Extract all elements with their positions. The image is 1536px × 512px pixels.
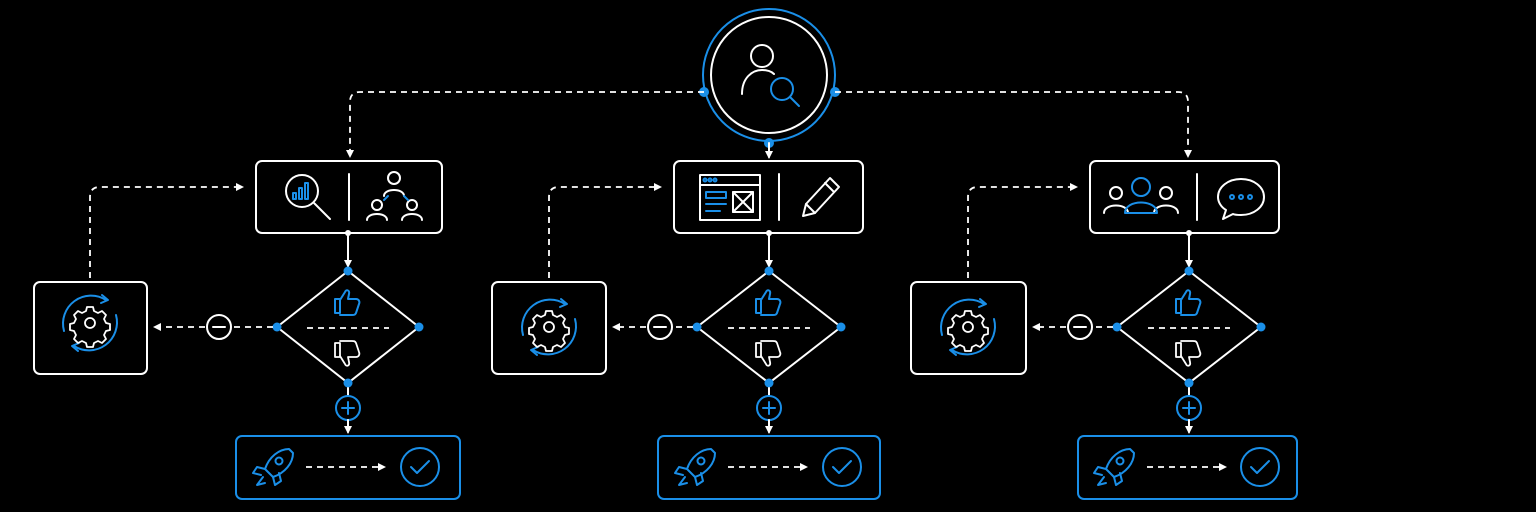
gear-cycle-icon: [62, 294, 118, 352]
plus-circle-icon[interactable]: [1176, 395, 1202, 421]
wireframe-icon: [699, 174, 761, 221]
minus-circle-icon[interactable]: [647, 314, 673, 340]
gear-cycle-icon: [940, 298, 996, 356]
root-node[interactable]: [702, 8, 836, 142]
rocket-icon: [674, 448, 716, 486]
loop-feedback: [967, 183, 1078, 278]
top-box-feedback[interactable]: [1089, 160, 1280, 234]
gear-cycle-icon: [521, 298, 577, 356]
top-box-design[interactable]: [673, 160, 864, 234]
branch-feedback: [910, 160, 1298, 500]
user-search-icon: [741, 44, 800, 107]
connector-root-feedback: [835, 91, 1192, 158]
loop-design: [548, 183, 662, 278]
check-circle-icon: [1240, 447, 1280, 487]
plus-circle-icon[interactable]: [756, 395, 782, 421]
rocket-icon: [252, 448, 294, 486]
iterate-box-design[interactable]: [491, 281, 607, 375]
user-group-icon: [1103, 177, 1179, 214]
branch-research: [33, 160, 461, 500]
decision-research[interactable]: [276, 270, 420, 384]
minus-circle-icon[interactable]: [1067, 314, 1093, 340]
thumbs-up-icon: [334, 289, 361, 316]
iterate-box-feedback[interactable]: [910, 281, 1027, 375]
pencil-icon: [802, 177, 840, 217]
branch-design: [491, 160, 881, 500]
minus-circle-icon[interactable]: [206, 314, 232, 340]
connector-root-research: [346, 91, 704, 158]
check-circle-icon: [822, 447, 862, 487]
thumbs-down-icon: [755, 340, 782, 367]
decision-design[interactable]: [696, 270, 842, 384]
launch-box-research[interactable]: [235, 435, 461, 500]
plus-circle-icon[interactable]: [335, 395, 361, 421]
iterate-box-research[interactable]: [33, 281, 148, 375]
analytics-search-icon: [285, 174, 331, 220]
rocket-icon: [1093, 448, 1135, 486]
launch-box-design[interactable]: [657, 435, 881, 500]
chat-bubble-icon: [1217, 178, 1265, 220]
decision-feedback[interactable]: [1116, 270, 1262, 384]
thumbs-up-icon: [1175, 289, 1202, 316]
thumbs-down-icon: [1175, 340, 1202, 367]
thumbs-down-icon: [334, 340, 361, 367]
loop-research: [89, 183, 244, 278]
user-network-icon: [366, 171, 423, 221]
top-box-research[interactable]: [255, 160, 443, 234]
check-circle-icon: [400, 447, 440, 487]
launch-box-feedback[interactable]: [1077, 435, 1298, 500]
thumbs-up-icon: [755, 289, 782, 316]
